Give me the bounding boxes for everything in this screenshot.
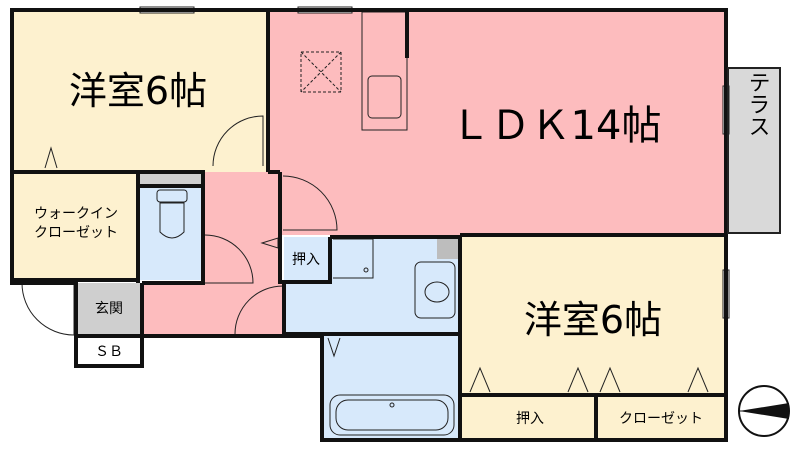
terrace-floor — [726, 68, 780, 233]
label-storage-bottom: 押入 — [516, 411, 544, 427]
label-ldk: ＬＤＫ14帖 — [451, 103, 662, 149]
washroom-pillar — [437, 237, 459, 259]
washbasin-bowl — [424, 281, 450, 303]
bath-door-mark — [327, 337, 341, 358]
range-hood — [300, 51, 342, 93]
storage-bottom-floor — [460, 395, 596, 440]
kitchen-sink — [367, 75, 402, 119]
laundry-drain — [363, 267, 369, 273]
label-western-room-top: 洋室6帖 — [69, 69, 207, 113]
label-storage-center: 押入 — [292, 252, 320, 268]
entrance-floor — [76, 283, 142, 336]
walk-in-door-mark — [44, 146, 58, 169]
toilet-shelf — [140, 172, 203, 186]
label-western-room-bottom: 洋室6帖 — [524, 298, 662, 342]
western-room-top-floor — [12, 10, 268, 172]
wall-toilet-right — [142, 172, 205, 285]
door-swing-entrance — [234, 285, 284, 335]
door-swing-front — [21, 282, 75, 336]
room-fills — [12, 10, 780, 440]
bathtub-inner — [335, 399, 449, 431]
hallway-floor — [142, 172, 282, 334]
label-shoe-box: ＳＢ — [95, 344, 123, 360]
bath-floor — [322, 334, 460, 440]
western-room-bottom-floor — [460, 235, 726, 395]
toilet-floor — [140, 172, 203, 280]
label-entrance: 玄関 — [95, 300, 123, 317]
wall-western-bottom-top — [458, 233, 726, 334]
terrace-outline — [727, 67, 781, 234]
bathtub-drain — [389, 402, 395, 408]
closet-bottom-floor — [596, 395, 726, 440]
wall-closet-line — [460, 393, 726, 440]
label-closet-bottom: クローゼット — [619, 411, 703, 427]
toilet-tank — [156, 189, 188, 203]
bathtub — [329, 394, 455, 436]
shoebox-floor — [76, 336, 142, 366]
room-labels: 洋室6帖 ＬＤＫ14帖 洋室6帖 ウォークイン クローゼット 玄関 ＳＢ 押入 … — [34, 69, 770, 427]
wall-entrance-sb — [76, 283, 144, 338]
closet-door-marks — [469, 366, 709, 393]
label-walk-in-closet-1: ウォークイン — [34, 206, 118, 222]
door-swing-toilet — [204, 234, 254, 284]
range-hood-x — [300, 51, 342, 93]
walk-in-closet-floor — [12, 172, 138, 280]
north-arrow-icon — [738, 385, 790, 437]
washbasin — [414, 261, 456, 319]
walls — [10, 8, 728, 442]
door-swing-ldk — [282, 175, 338, 231]
label-terrace: テラス — [745, 71, 770, 137]
label-walk-in-closet-2: クローゼット — [34, 225, 118, 241]
wall-ldk-left — [278, 172, 332, 284]
door-swing-western-top — [212, 115, 264, 167]
ldk-floor — [268, 10, 726, 235]
toilet-bowl — [159, 202, 185, 239]
